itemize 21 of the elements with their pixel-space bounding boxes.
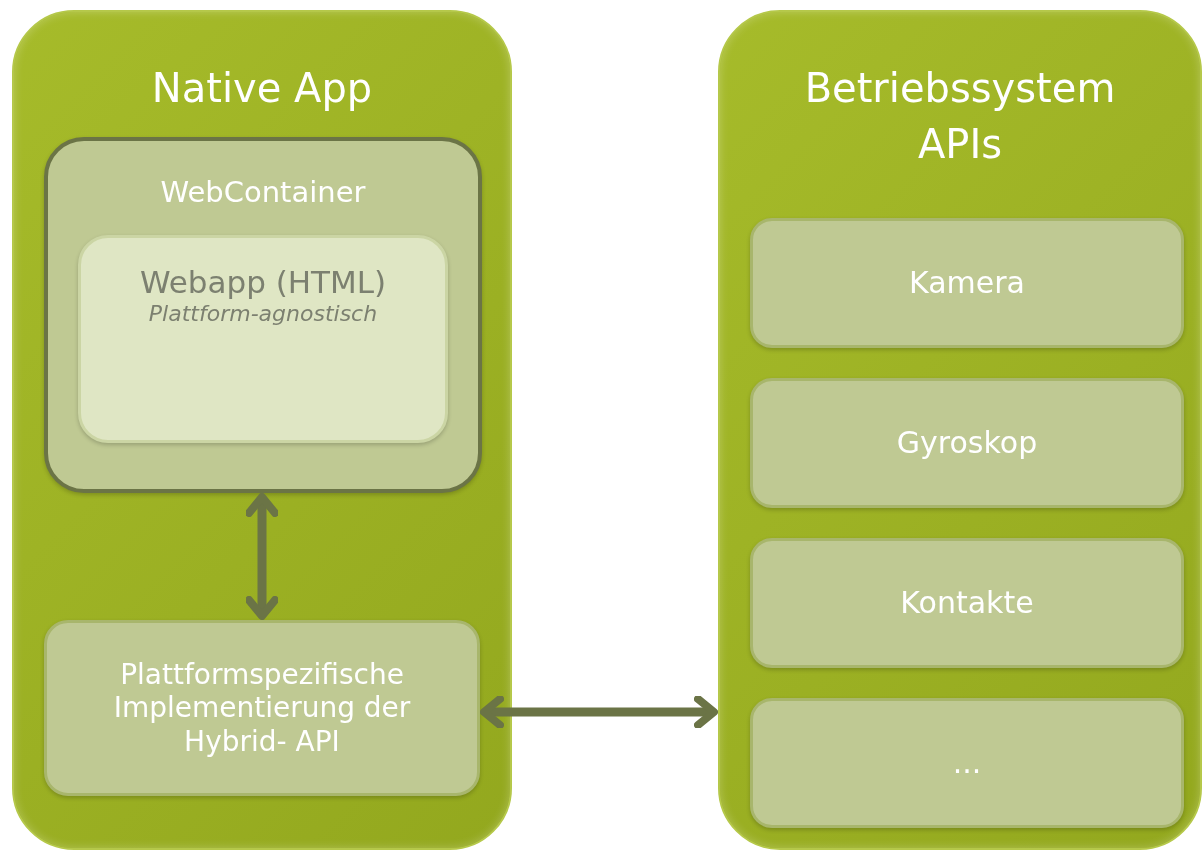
box-label: Webapp (HTML) bbox=[139, 264, 387, 302]
component-box bbox=[750, 378, 1184, 508]
box-label: Plattformspezifische Implementierung der Hybrid- API bbox=[112, 657, 412, 759]
box-label: Kontakte bbox=[900, 585, 1034, 621]
box-label: ... bbox=[952, 745, 982, 781]
component-box bbox=[750, 698, 1184, 828]
app-box bbox=[78, 235, 448, 443]
group-panel bbox=[718, 10, 1202, 850]
double-arrow bbox=[480, 695, 718, 729]
panel-title: Betriebssystem APIs bbox=[803, 64, 1117, 169]
component-box bbox=[44, 620, 480, 796]
box-label: Kamera bbox=[909, 265, 1025, 301]
double-arrow bbox=[245, 493, 279, 620]
component-box bbox=[750, 218, 1184, 348]
panel-title: WebContainer bbox=[160, 175, 366, 210]
subtitle: Plattform-agnostisch bbox=[148, 301, 378, 328]
panel-title: Native App bbox=[151, 64, 373, 113]
container-box bbox=[44, 137, 482, 493]
component-box bbox=[750, 538, 1184, 668]
box-label: Gyroskop bbox=[896, 425, 1038, 461]
group-panel bbox=[12, 10, 512, 850]
